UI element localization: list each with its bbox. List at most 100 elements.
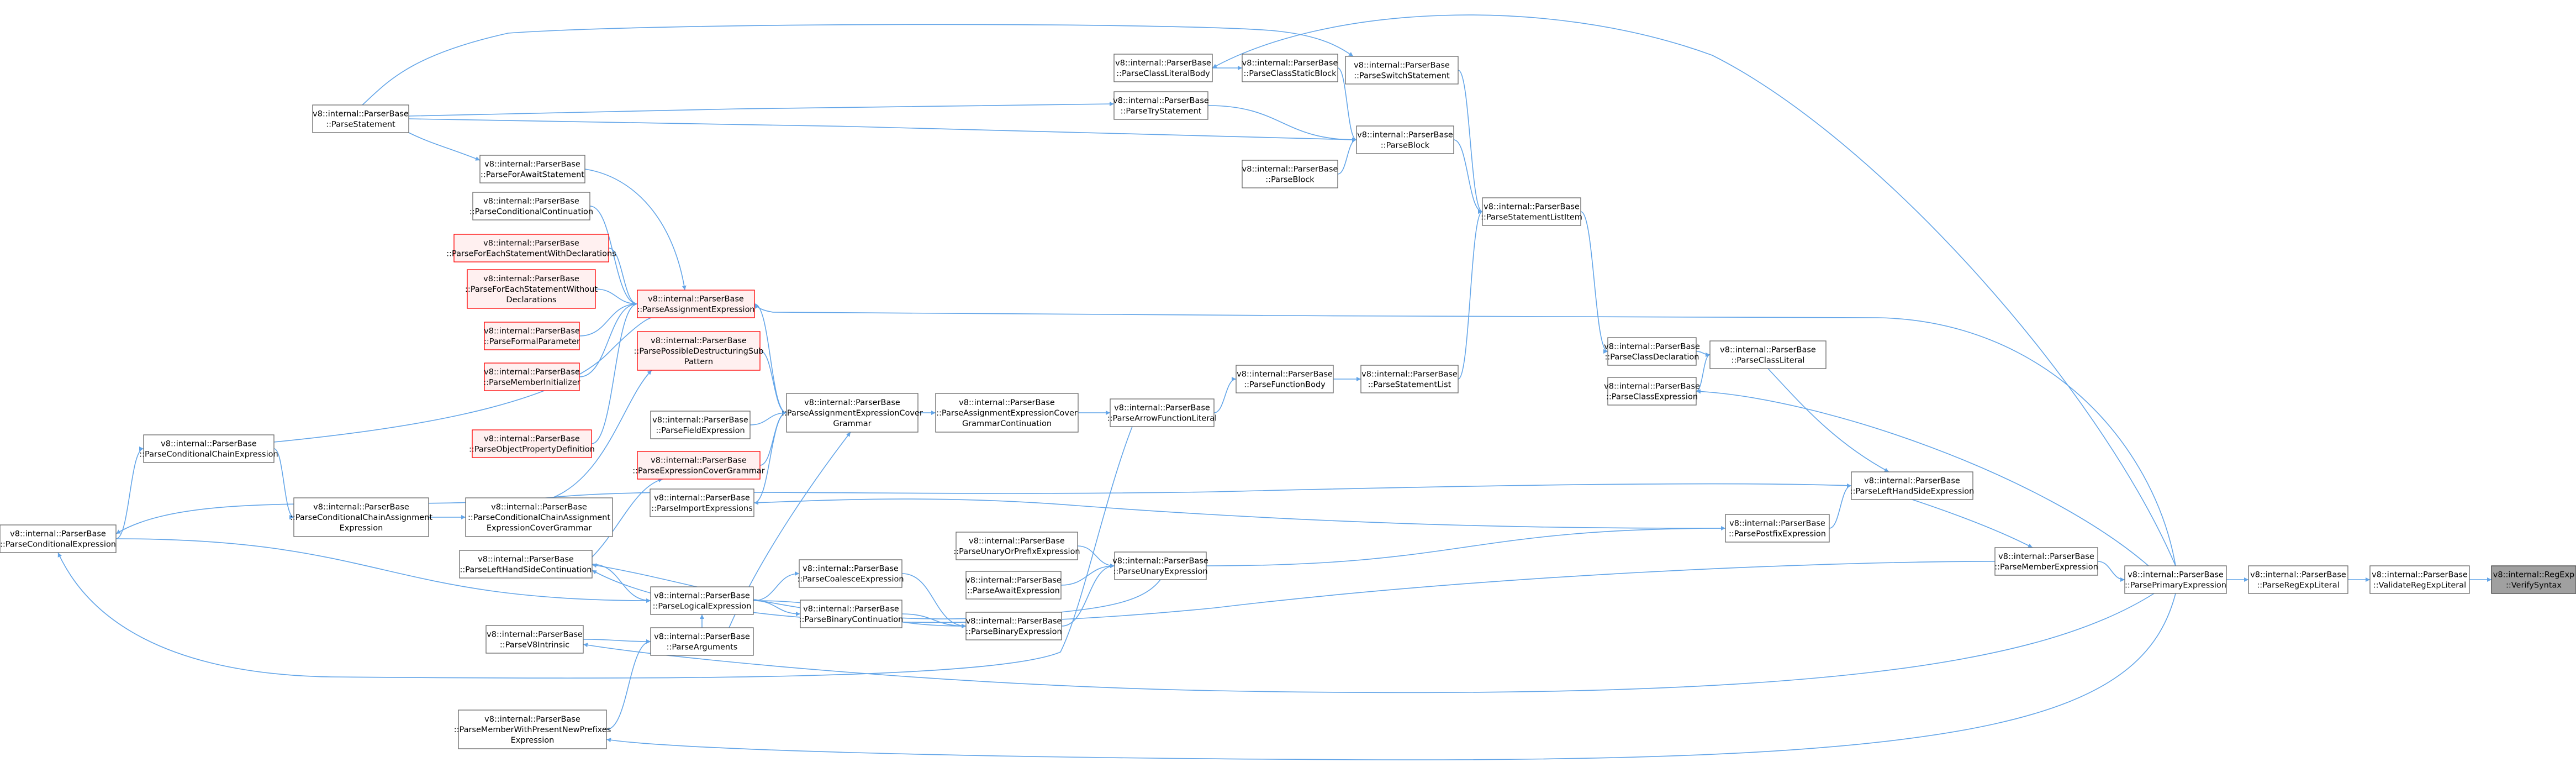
node-verify-syntax[interactable]: v8::internal::RegExp::VerifySyntax (2491, 565, 2576, 594)
node-parse-class-literal-body[interactable]: v8::internal::ParserBase::ParseClassLite… (1113, 54, 1213, 82)
node-parse-class-static-block[interactable]: v8::internal::ParserBase::ParseClassStat… (1242, 54, 1338, 82)
node-label-line: ::ParseAssignmentExpressionCover (782, 409, 923, 418)
node-parse-formal-parameter[interactable]: v8::internal::ParserBase::ParseFormalPar… (484, 322, 580, 350)
node-box (1607, 337, 1697, 366)
node-label-line: v8::internal::ParserBase (483, 275, 579, 283)
node-parse-conditional-chain-assignment-expression-cover-grammar[interactable]: v8::internal::ParserBase::ParseCondition… (465, 497, 613, 537)
node-box (143, 434, 275, 463)
node-label-line: ::ParseLeftHandSideContinuation (460, 566, 592, 575)
node-box (956, 532, 1078, 560)
call-edge (1458, 70, 1483, 214)
node-label-line: v8::internal::ParserBase (959, 398, 1055, 407)
node-parse-function-body[interactable]: v8::internal::ParserBase::ParseFunctionB… (1236, 365, 1334, 393)
node-box (2248, 565, 2348, 594)
node-label-line: v8::internal::ParserBase (654, 494, 750, 503)
node-box (293, 497, 429, 537)
node-parse-class-literal[interactable]: v8::internal::ParserBase::ParseClassLite… (1709, 340, 1827, 369)
node-parse-await-expression[interactable]: v8::internal::ParserBase::ParseAwaitExpr… (965, 571, 1062, 600)
node-parse-block-1[interactable]: v8::internal::ParserBase::ParseBlock (1356, 125, 1454, 154)
node-parse-field-expression[interactable]: v8::internal::ParserBase::ParseFieldExpr… (650, 411, 751, 439)
node-parse-conditional-chain-expression[interactable]: v8::internal::ParserBase::ParseCondition… (139, 434, 278, 463)
node-label-line: ::ParseFormalParameter (484, 338, 580, 346)
node-label-line: v8::internal::ParserBase (313, 503, 409, 512)
node-box (1114, 551, 1207, 580)
node-parse-postfix-expression[interactable]: v8::internal::ParserBase::ParsePostfixEx… (1725, 514, 1830, 543)
node-label-line: ::ParseBlock (1265, 176, 1315, 185)
node-label-line: ::ParseClassExpression (1606, 393, 1698, 402)
node-parse-switch-statement[interactable]: v8::internal::ParserBase::ParseSwitchSta… (1345, 56, 1459, 85)
node-parse-statement-list-item[interactable]: v8::internal::ParserBase::ParseStatement… (1481, 197, 1582, 226)
node-parse-v8-intrinsic[interactable]: v8::internal::ParserBase::ParseV8Intrins… (485, 625, 584, 654)
node-parse-binary-expression[interactable]: v8::internal::ParserBase::ParseBinaryExp… (965, 612, 1062, 640)
node-parse-lhs-continuation[interactable]: v8::internal::ParserBase::ParseLeftHandS… (459, 550, 593, 579)
node-parse-for-await-statement[interactable]: v8::internal::ParserBase::ParseForAwaitS… (479, 155, 585, 183)
node-parse-lhs-expression[interactable]: v8::internal::ParserBase::ParseLeftHandS… (1850, 471, 1975, 500)
node-parse-block-2[interactable]: v8::internal::ParserBase::ParseBlock (1242, 160, 1338, 188)
node-label-line: v8::internal::ParserBase (1484, 203, 1580, 212)
node-box (637, 451, 761, 480)
call-edge (753, 600, 801, 616)
node-label-line: ::ParseArguments (667, 643, 738, 652)
call-edge (1213, 377, 1237, 413)
node-label-line: ::ParseLogicalExpression (653, 602, 752, 611)
node-label-line: Expression (511, 736, 555, 745)
call-edge (606, 639, 651, 730)
node-box (1607, 377, 1697, 406)
call-edge (1207, 105, 1357, 142)
node-parse-conditional-chain-assignment-expression[interactable]: v8::internal::ParserBase::ParseCondition… (290, 497, 432, 537)
node-box (1236, 365, 1334, 393)
node-parse-statement-list[interactable]: v8::internal::ParserBase::ParseStatement… (1360, 365, 1459, 393)
node-parse-assignment-expression-cover-grammar[interactable]: v8::internal::ParserBase::ParseAssignmen… (782, 393, 923, 433)
node-parse-member-initializer[interactable]: v8::internal::ParserBase::ParseMemberIni… (483, 362, 580, 391)
call-edge (115, 538, 651, 603)
node-parse-try-statement[interactable]: v8::internal::ParserBase::ParseTryStatem… (1113, 91, 1209, 120)
call-edge (591, 302, 638, 444)
node-parse-conditional-continuation[interactable]: v8::internal::ParserBase::ParseCondition… (469, 192, 593, 220)
node-parse-object-property-definition[interactable]: v8::internal::ParserBase::ParseObjectPro… (469, 429, 595, 458)
call-edge (754, 303, 2176, 566)
node-parse-assignment-expression[interactable]: v8::internal::ParserBase::ParseAssignmen… (637, 290, 755, 318)
node-label-line: ::ParseStatement (326, 120, 395, 129)
call-edge (1696, 389, 2149, 566)
node-parse-expression-cover-grammar[interactable]: v8::internal::ParserBase::ParseExpressio… (632, 451, 765, 480)
node-parse-assignment-expression-cover-grammar-continuation[interactable]: v8::internal::ParserBase::ParseAssignmen… (935, 393, 1079, 433)
node-parse-arrow-function-literal[interactable]: v8::internal::ParserBase::ParseArrowFunc… (1107, 398, 1217, 427)
node-box (484, 322, 580, 350)
node-box (2124, 565, 2227, 594)
node-box (800, 600, 902, 628)
node-parse-coalesce-expression[interactable]: v8::internal::ParserBase::ParseCoalesceE… (797, 559, 904, 588)
node-parse-primary-expression[interactable]: v8::internal::ParserBase::ParsePrimaryEx… (2124, 565, 2227, 594)
node-label-line: ::ParseConditionalExpression (0, 540, 116, 549)
node-parse-member-expression[interactable]: v8::internal::ParserBase::ParseMemberExp… (1994, 547, 2098, 576)
node-label-line: ::ParseAssignmentExpressionCover (936, 409, 1078, 418)
call-edge (1077, 545, 1115, 568)
node-parse-conditional-expression[interactable]: v8::internal::ParserBase::ParseCondition… (0, 524, 117, 553)
call-edge (408, 118, 1357, 142)
node-parse-member-with-present-new-prefixes-expression[interactable]: v8::internal::ParserBase::ParseMemberWit… (454, 710, 611, 749)
node-label-line: ::ParseBinaryContinuation (799, 616, 904, 624)
node-parse-unary-expression[interactable]: v8::internal::ParserBase::ParseUnaryExpr… (1112, 551, 1208, 580)
node-label-line: v8::internal::ParserBase (2128, 571, 2224, 580)
node-parse-unary-or-prefix-expression[interactable]: v8::internal::ParserBase::ParseUnaryOrPr… (953, 532, 1080, 560)
node-box (935, 393, 1079, 433)
node-box (459, 550, 593, 579)
node-parse-logical-expression[interactable]: v8::internal::ParserBase::ParseLogicalEx… (650, 586, 754, 615)
node-label-line: ::ParseFunctionBody (1244, 381, 1326, 390)
node-box (1360, 365, 1459, 393)
node-parse-binary-continuation[interactable]: v8::internal::ParserBase::ParseBinaryCon… (799, 600, 904, 628)
node-parse-arguments[interactable]: v8::internal::ParserBase::ParseArguments (650, 627, 754, 656)
node-parse-class-declaration[interactable]: v8::internal::ParserBase::ParseClassDecl… (1604, 337, 1700, 366)
call-edge (1453, 139, 1483, 214)
node-parse-possible-destructuring-sub-pattern[interactable]: v8::internal::ParserBase::ParsePossibleD… (634, 331, 764, 371)
node-parse-for-each-statement-without-declarations[interactable]: v8::internal::ParserBase::ParseForEachSt… (465, 269, 598, 309)
call-edge (552, 370, 652, 498)
node-parse-import-expressions[interactable]: v8::internal::ParserBase::ParseImportExp… (650, 488, 754, 517)
node-box (472, 192, 590, 220)
node-parse-regexp-literal[interactable]: v8::internal::ParserBase::ParseRegExpLit… (2248, 565, 2348, 594)
node-label-line: v8::internal::ParserBase (1237, 370, 1333, 379)
node-parse-class-expression[interactable]: v8::internal::ParserBase::ParseClassExpr… (1604, 377, 1700, 406)
node-validate-regexp-literal[interactable]: v8::internal::ParserBase::ValidateRegExp… (2369, 565, 2470, 594)
node-parse-statement[interactable]: v8::internal::ParserBase::ParseStatement (312, 104, 409, 133)
node-parse-for-each-statement-with-declarations[interactable]: v8::internal::ParserBase::ParseForEachSt… (446, 234, 616, 262)
node-label-line: ::ParsePostfixExpression (1729, 530, 1826, 539)
